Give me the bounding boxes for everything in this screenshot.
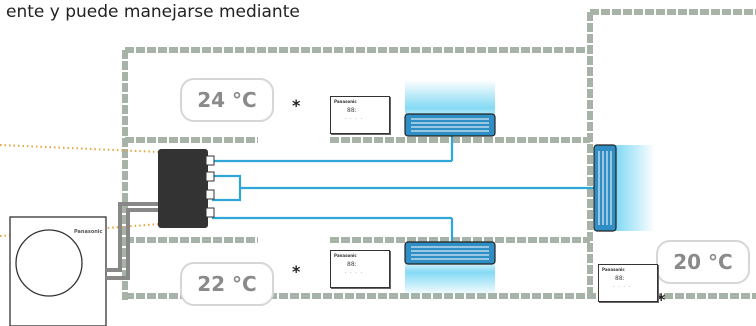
heat-pump-icon bbox=[9, 216, 107, 326]
remote-brand: Panasonic bbox=[334, 99, 357, 104]
right-room-temperature: 20 °C bbox=[656, 240, 750, 284]
remote-buttons: · · · · bbox=[345, 116, 364, 122]
top-room-asterisk: * bbox=[292, 96, 301, 115]
remote-control-icon: Panasonic 88: · · · · bbox=[598, 264, 658, 302]
caption-text: ente y puede manejarse mediante bbox=[6, 2, 300, 22]
supply-pipes bbox=[106, 202, 160, 280]
remote-display: 88: bbox=[347, 261, 357, 268]
indoor-unit-icon bbox=[404, 241, 496, 296]
remote-brand: Panasonic bbox=[602, 267, 625, 272]
top-room-temperature: 24 °C bbox=[180, 78, 274, 122]
remote-display: 88: bbox=[615, 275, 625, 282]
remote-buttons: · · · · bbox=[613, 284, 632, 290]
remote-control-icon: Panasonic 88: · · · · bbox=[330, 250, 390, 288]
bottom-room-asterisk: * bbox=[292, 262, 301, 281]
indoor-unit-icon bbox=[404, 80, 496, 137]
indoor-unit-icon bbox=[593, 144, 655, 232]
remote-brand: Panasonic bbox=[334, 253, 357, 258]
bottom-room-temperature: 22 °C bbox=[180, 262, 274, 306]
remote-buttons: · · · · bbox=[345, 270, 364, 276]
remote-display: 88: bbox=[347, 107, 357, 114]
distribution-box-icon bbox=[158, 149, 215, 228]
heat-pump-brand: Panasonic bbox=[74, 229, 103, 235]
right-room-asterisk: * bbox=[657, 290, 666, 309]
remote-control-icon: Panasonic 88: · · · · bbox=[330, 96, 390, 134]
water-pipes bbox=[212, 134, 600, 242]
